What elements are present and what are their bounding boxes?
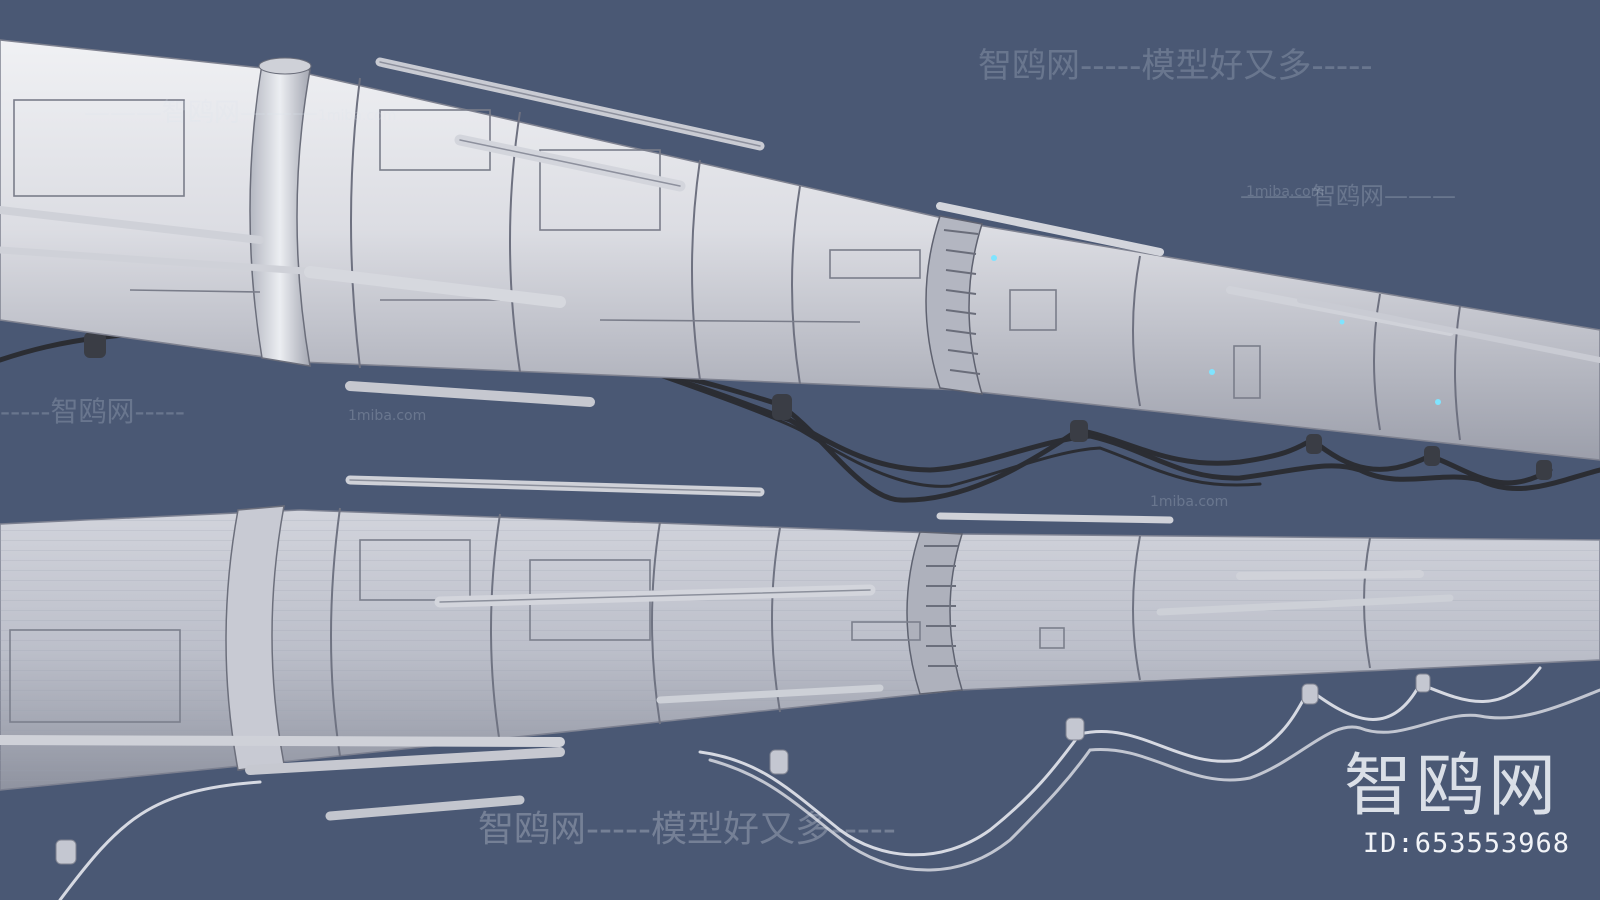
wireframe-mesh bbox=[0, 510, 1600, 790]
cable-clamps-bottom bbox=[55, 673, 1431, 865]
indicator-lights-top bbox=[991, 255, 1441, 405]
ribbed-coupling-bottom bbox=[906, 531, 964, 695]
pipe-wireframe bbox=[0, 475, 1600, 900]
external-rods-bottom bbox=[0, 475, 1454, 821]
tube-body-top bbox=[0, 39, 1600, 461]
brand-logo-text: 智鸥网 bbox=[1343, 747, 1560, 826]
segment-seams-bottom bbox=[330, 507, 1371, 757]
external-rods-top bbox=[0, 57, 1600, 407]
pipe-rendered bbox=[0, 39, 1600, 503]
image-id-label: ID:653553968 bbox=[1362, 828, 1570, 859]
cable-bundle-bottom bbox=[58, 666, 1600, 900]
collar-ring-top bbox=[249, 57, 312, 367]
hull-panels-top bbox=[13, 99, 1261, 399]
segment-seams-top bbox=[350, 77, 1461, 441]
ribbed-coupling-top bbox=[925, 215, 984, 395]
cable-clamps-top bbox=[84, 332, 1552, 480]
